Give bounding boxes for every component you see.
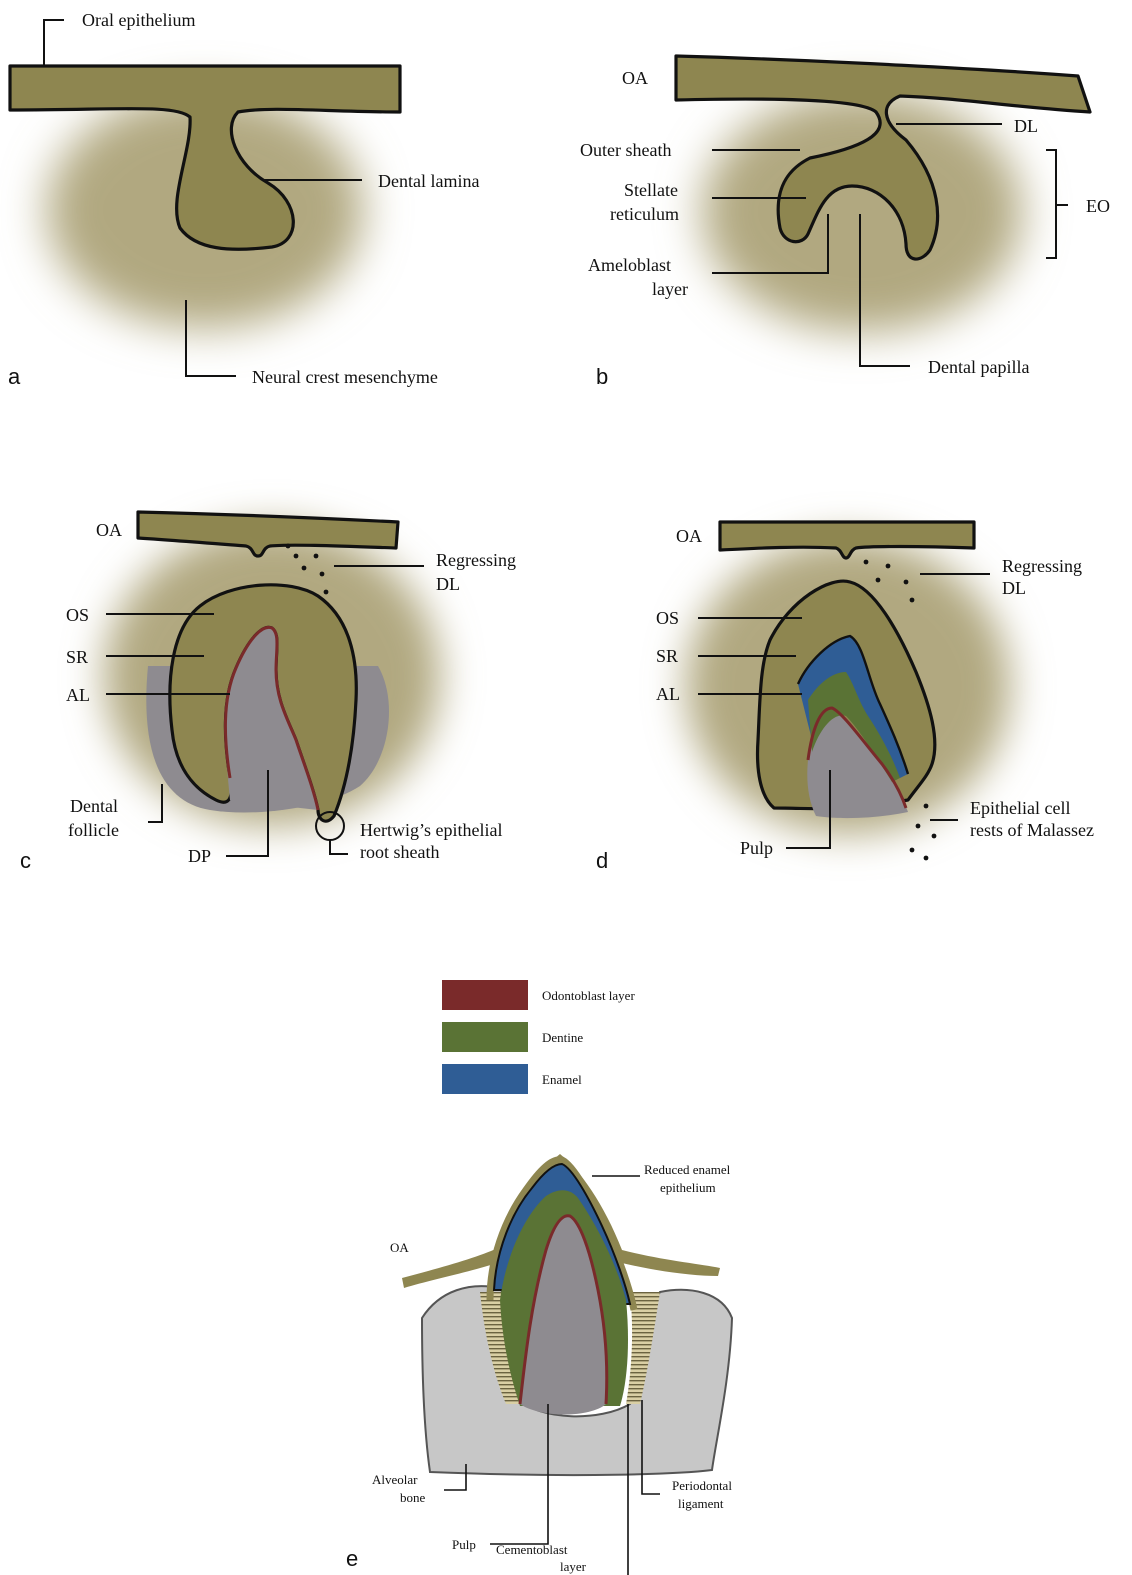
label-oral-epithelium: Oral epithelium xyxy=(82,10,195,30)
label-reduced-2: epithelium xyxy=(660,1180,716,1195)
label-follicle-2: follicle xyxy=(68,820,119,840)
label-dl: DL xyxy=(1014,116,1038,136)
label-os-d: OS xyxy=(656,608,679,628)
label-mesenchyme: Neural crest mesenchyme xyxy=(252,367,438,387)
label-dental-papilla: Dental papilla xyxy=(928,357,1029,377)
legend-swatch-enamel xyxy=(442,1064,528,1094)
label-regressing-d-2: DL xyxy=(1002,578,1026,598)
panel-a: Oral epithelium Dental lamina Neural cre… xyxy=(8,10,479,389)
panel-b: DL OA Outer sheath Stellate reticulum Am… xyxy=(580,56,1110,389)
panel-letter-e: e xyxy=(346,1546,358,1571)
label-hertwig-1: Hertwig’s epithelial xyxy=(360,820,502,840)
oral-epithelium-d xyxy=(720,522,974,558)
panel-e: Reduced enamel epithelium OA Alveolar bo… xyxy=(346,1154,732,1575)
label-pulp-d: Pulp xyxy=(740,838,773,858)
legend-swatch-dentine xyxy=(442,1022,528,1052)
label-regressing-d-1: Regressing xyxy=(1002,556,1082,576)
label-regressing-c-1: Regressing xyxy=(436,550,516,570)
label-os-c: OS xyxy=(66,605,89,625)
legend: Odontoblast layer Dentine Enamel xyxy=(442,980,635,1094)
leader-hertwig xyxy=(330,840,348,854)
label-hertwig-2: root sheath xyxy=(360,842,439,862)
leader-oral-epithelium xyxy=(44,20,64,66)
label-oa-e: OA xyxy=(390,1240,409,1255)
label-rests-1: Epithelial cell xyxy=(970,798,1070,818)
label-reduced-1: Reduced enamel xyxy=(644,1162,731,1177)
label-cementoblast-1: Cementoblast xyxy=(496,1542,568,1557)
label-eo: EO xyxy=(1086,196,1110,216)
legend-label-odontoblast: Odontoblast layer xyxy=(542,988,635,1003)
eo-bracket xyxy=(1046,150,1056,258)
label-oa-c: OA xyxy=(96,520,122,540)
panel-c: OA Regressing DL OS SR AL Dental follicl… xyxy=(20,512,516,873)
label-sr-c: SR xyxy=(66,647,88,667)
label-regressing-c-2: DL xyxy=(436,574,460,594)
label-periodontal-2: ligament xyxy=(678,1496,724,1511)
label-cementoblast-2: layer xyxy=(560,1559,587,1574)
label-alveolar-1: Alveolar xyxy=(372,1472,418,1487)
label-dental-lamina: Dental lamina xyxy=(378,171,479,191)
legend-label-enamel: Enamel xyxy=(542,1072,582,1087)
label-oa-b: OA xyxy=(622,68,648,88)
label-outer-sheath: Outer sheath xyxy=(580,140,671,160)
panel-d: OA Regressing DL OS SR AL Epithelial cel… xyxy=(596,522,1094,873)
label-oa-d: OA xyxy=(676,526,702,546)
label-periodontal-1: Periodontal xyxy=(672,1478,732,1493)
label-stellate-1: Stellate xyxy=(624,180,678,200)
label-ameloblast-2: layer xyxy=(652,279,688,299)
legend-swatch-odontoblast xyxy=(442,980,528,1010)
label-al-d: AL xyxy=(656,684,680,704)
panel-letter-d: d xyxy=(596,848,608,873)
label-al-c: AL xyxy=(66,685,90,705)
label-pulp-e: Pulp xyxy=(452,1537,476,1552)
label-ameloblast-1: Ameloblast xyxy=(588,255,671,275)
label-sr-d: SR xyxy=(656,646,678,666)
mesenchyme-blob-b xyxy=(702,92,1022,332)
label-dp: DP xyxy=(188,846,211,866)
label-stellate-2: reticulum xyxy=(610,204,679,224)
panel-letter-c: c xyxy=(20,848,31,873)
legend-label-dentine: Dentine xyxy=(542,1030,583,1045)
panel-letter-a: a xyxy=(8,364,21,389)
label-alveolar-2: bone xyxy=(400,1490,426,1505)
label-rests-2: rests of Malassez xyxy=(970,820,1094,840)
label-follicle-1: Dental xyxy=(70,796,118,816)
panel-letter-b: b xyxy=(596,364,608,389)
leader-follicle xyxy=(148,784,162,822)
